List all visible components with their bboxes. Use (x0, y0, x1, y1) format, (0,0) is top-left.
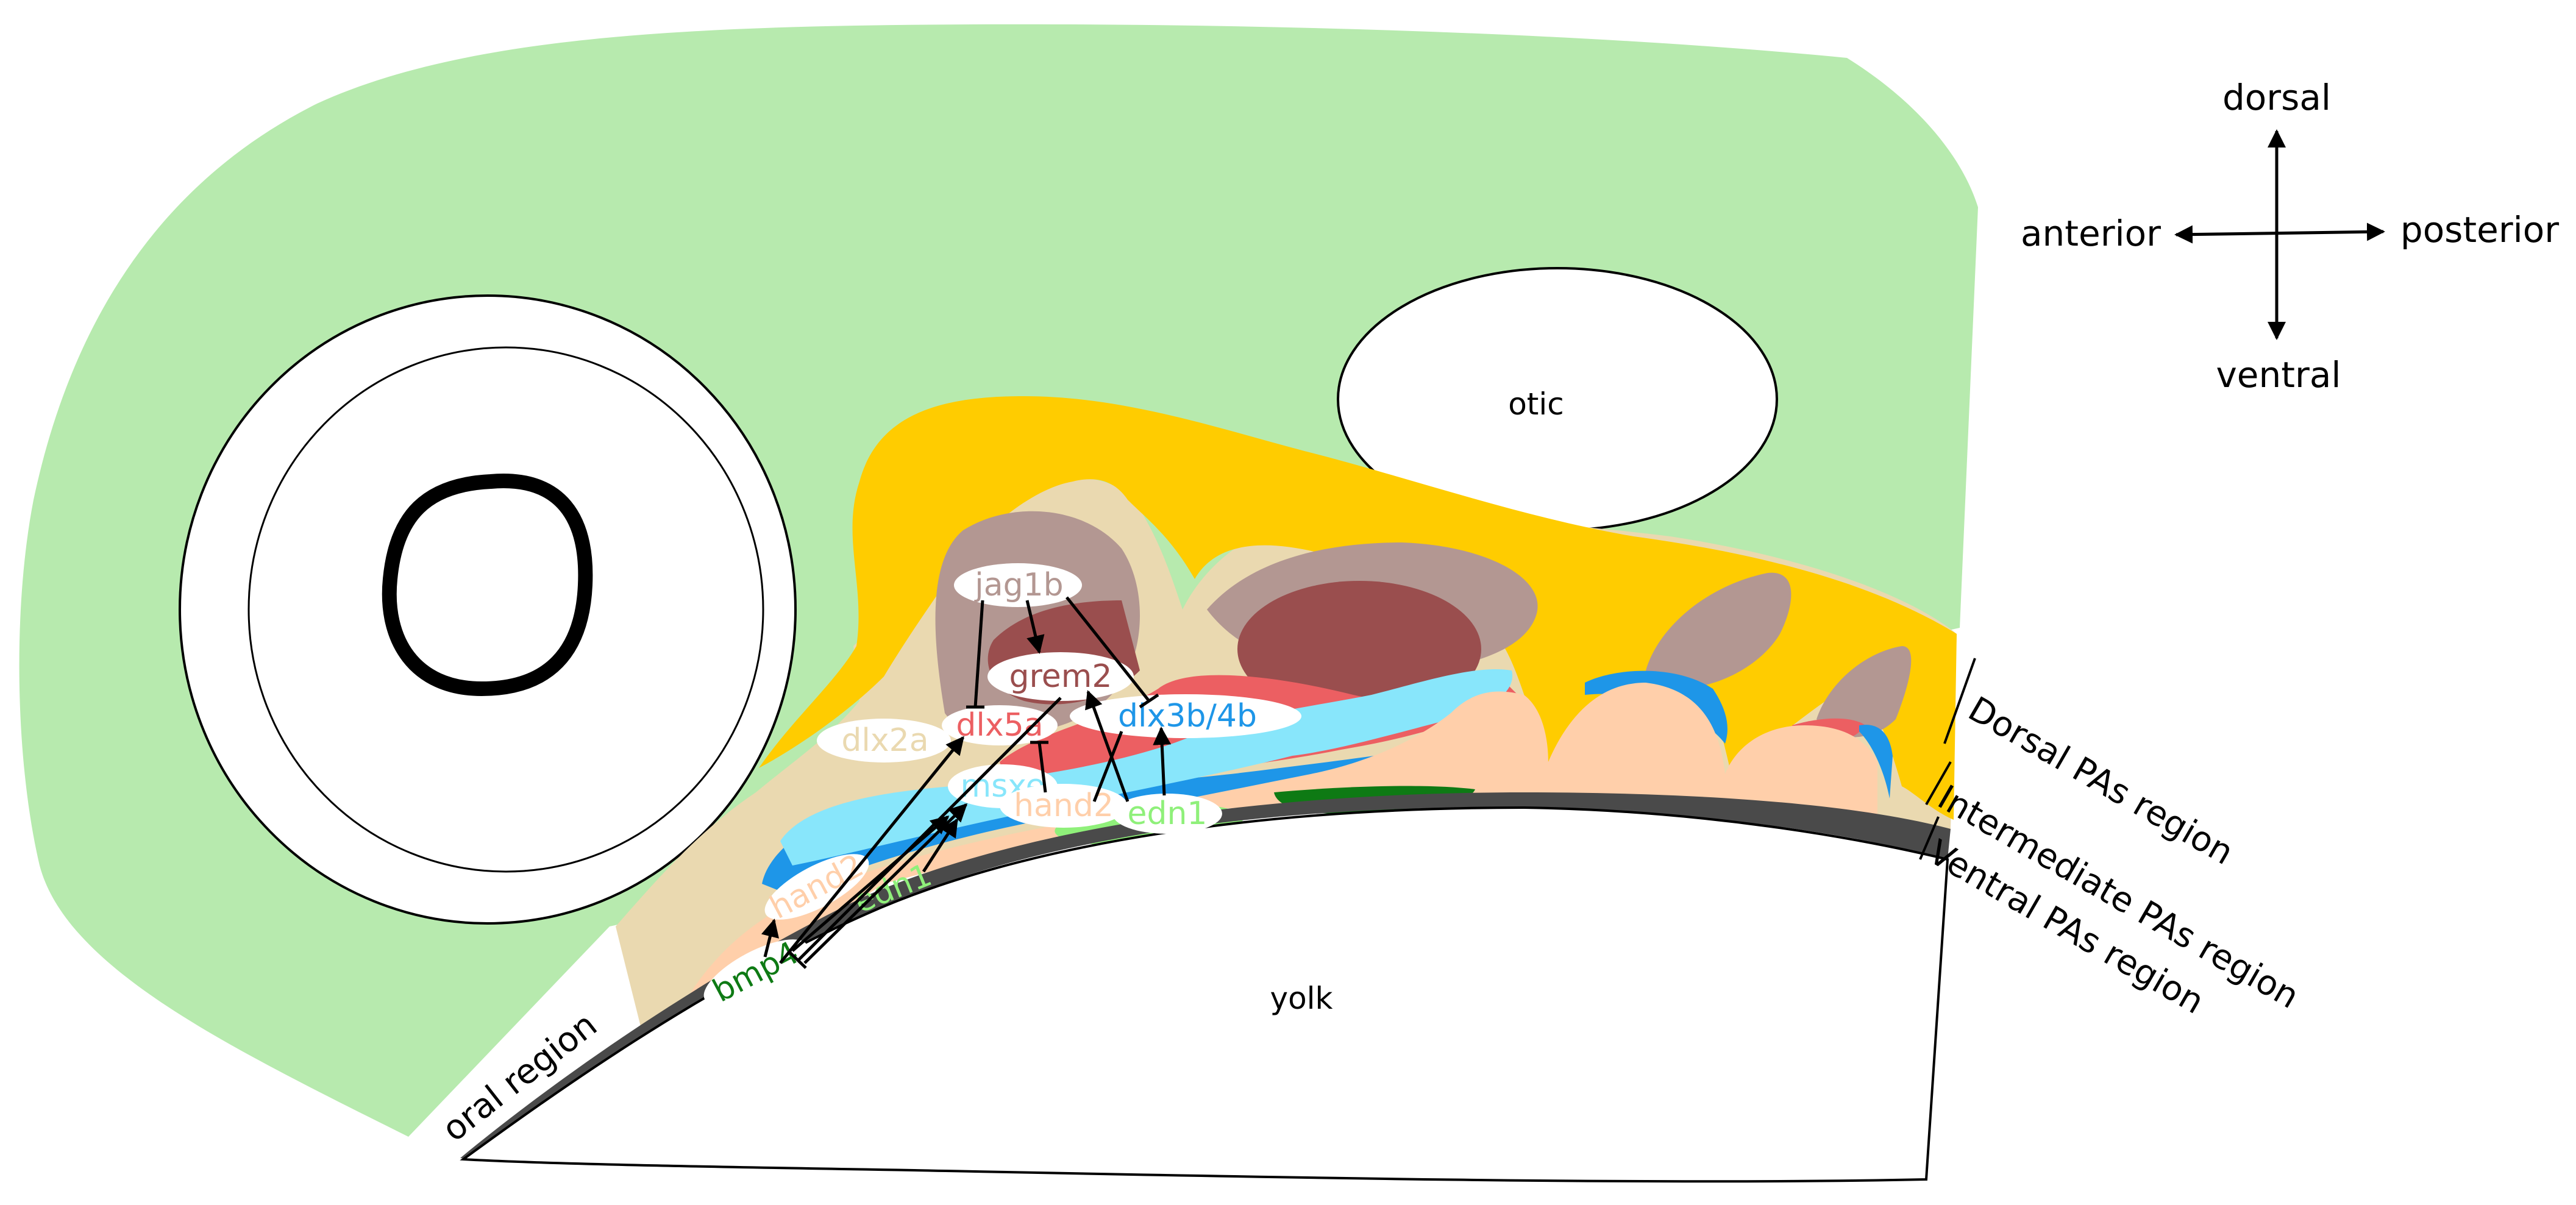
jag1b-to-dlx3b4b-inhibition (1066, 596, 1150, 702)
svg-text:dlx5a: dlx5a (956, 707, 1043, 744)
gene-grem2: grem2 (987, 652, 1134, 701)
axis-label-dorsal: dorsal (2222, 77, 2331, 118)
hand2-domain (683, 683, 1877, 1018)
region-boundary-lines (1919, 658, 1976, 860)
svg-text:edn1: edn1 (1127, 795, 1207, 832)
edn1-to-dlx3b4b-arrow (1153, 727, 1172, 796)
pharyngeal-arches (460, 396, 1957, 1161)
edn1-left-to-msxe-arrow (922, 818, 959, 873)
jag1b-domain-4 (1816, 646, 1912, 738)
svg-text:dlx3b/4b: dlx3b/4b (1118, 698, 1257, 734)
jag1b-to-dlx3b4b-bar (1139, 693, 1159, 709)
lens (382, 474, 593, 697)
svg-text:grem2: grem2 (1009, 658, 1112, 695)
axis-label-ventral: ventral (2216, 354, 2341, 396)
regulatory-interactions (761, 596, 1172, 969)
otic-label: otic (1508, 386, 1564, 422)
yolk: yolk (460, 806, 1949, 1183)
gene-dlx3b4b: dlx3b/4b (1070, 694, 1301, 738)
gene-dlx2a: dlx2a (817, 719, 951, 762)
jag1b-to-dlx5a-inhibition (973, 600, 984, 708)
gene-jag1b: jag1b (954, 563, 1082, 607)
bmp4-to-hand2-arrow (761, 919, 780, 958)
bmp4-to-msxe-arrow (803, 803, 968, 964)
bmp4-to-edn1-arrow (791, 816, 950, 952)
jag1b-domain-3 (1646, 572, 1791, 689)
svg-text:jag1b: jag1b (974, 567, 1063, 603)
edn1-to-grem2-arrow (1085, 690, 1130, 802)
svg-text:dlx2a: dlx2a (841, 722, 928, 759)
hand2-to-msxe-inhibition (1037, 742, 1047, 793)
edn1-to-msxe-inhibition (1092, 731, 1123, 802)
eye (179, 294, 797, 925)
gene-hand2-upper: hand2 (1000, 784, 1128, 828)
jag1b-to-grem2-arrow (1025, 600, 1045, 654)
endoderm-band (460, 792, 1951, 1161)
gene-dlx5a: dlx5a (942, 705, 1058, 745)
anterior-posterior-axis (2174, 222, 2385, 244)
dlx3b4b-domain-3 (1859, 725, 1893, 798)
grem2-to-bmp4-bar (788, 951, 807, 969)
axis-label-anterior: anterior (2021, 213, 2161, 254)
gene-edn1-right: edn1 (1112, 794, 1222, 834)
orientation-compass: dorsal ventral anterior posterior (2021, 77, 2559, 396)
axis-label-posterior: posterior (2400, 209, 2559, 251)
bmp4-to-dlx5a-arrow (779, 736, 964, 964)
yolk-label: yolk (1270, 981, 1332, 1016)
